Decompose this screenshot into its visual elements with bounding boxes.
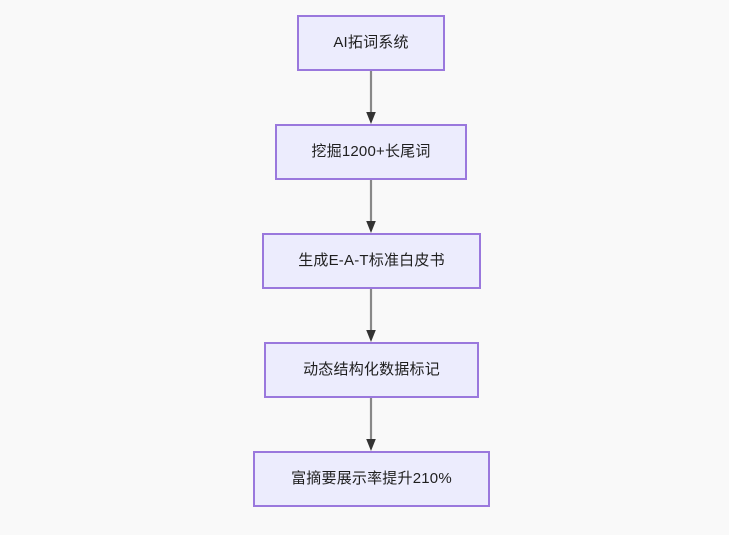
flow-node-label: 富摘要展示率提升210% xyxy=(291,470,452,487)
flow-edge-3 xyxy=(366,289,376,342)
flow-node-dynamic-structured-data-markup[interactable]: 动态结构化数据标记 xyxy=(264,342,479,398)
flow-node-generate-eat-whitepaper[interactable]: 生成E-A-T标准白皮书 xyxy=(262,233,481,289)
edge-arrowhead-icon xyxy=(366,221,376,233)
edge-arrowhead-icon xyxy=(366,112,376,124)
flow-node-label: 挖掘1200+长尾词 xyxy=(311,143,431,160)
flow-node-label: 动态结构化数据标记 xyxy=(303,361,440,378)
flow-edge-2 xyxy=(366,180,376,233)
edge-arrowhead-icon xyxy=(366,330,376,342)
flow-edge-1 xyxy=(366,71,376,124)
flow-edge-4 xyxy=(366,398,376,451)
flow-node-ai-keyword-system[interactable]: AI拓词系统 xyxy=(297,15,445,71)
flow-node-label: 生成E-A-T标准白皮书 xyxy=(298,252,445,269)
edge-arrowhead-icon xyxy=(366,439,376,451)
flow-node-label: AI拓词系统 xyxy=(333,34,409,51)
flow-node-rich-snippet-rate-increase[interactable]: 富摘要展示率提升210% xyxy=(253,451,490,507)
flow-node-mine-longtail-keywords[interactable]: 挖掘1200+长尾词 xyxy=(275,124,467,180)
